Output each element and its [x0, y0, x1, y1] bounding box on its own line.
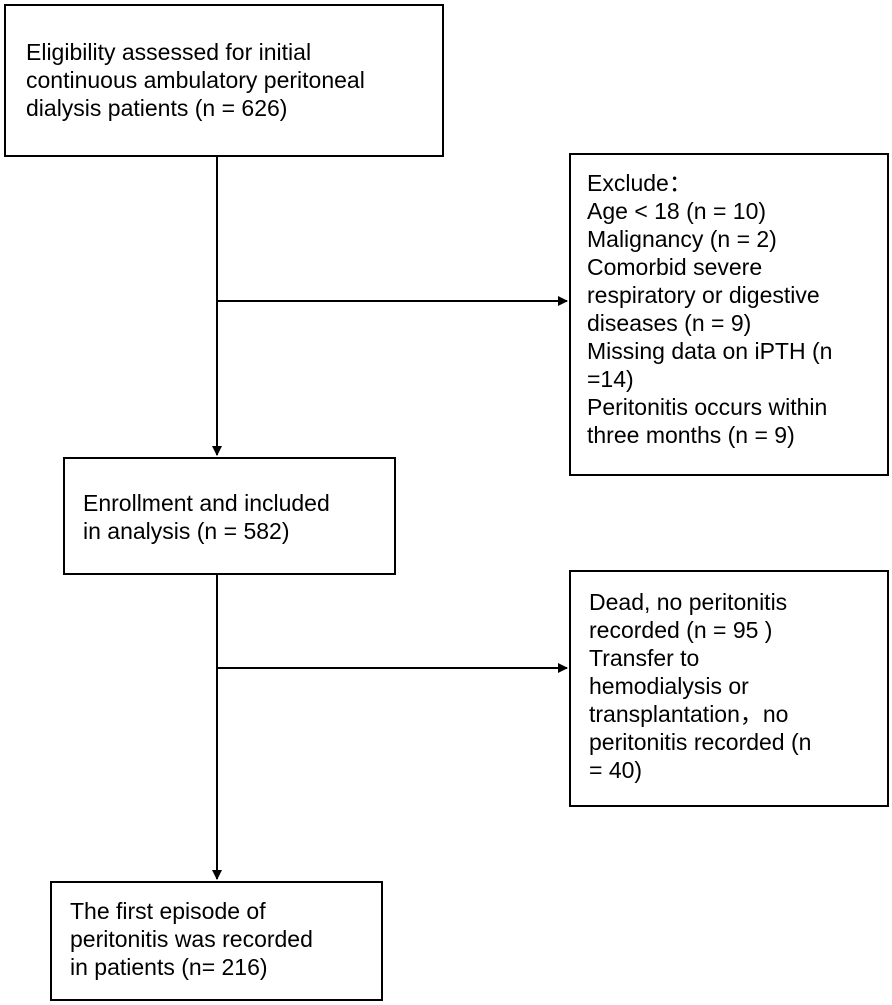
enrollment-line-2: in analysis (n = 582)	[83, 518, 290, 544]
exclude-line-2: Age < 18 (n = 10)	[587, 198, 767, 224]
outcome-line-3: in patients (n= 216)	[70, 954, 268, 980]
exclude-line-10: three months (n = 9)	[587, 422, 795, 448]
exclude-line-8: =14)	[587, 366, 634, 392]
eligibility-line-1: Eligibility assessed for initial	[26, 39, 312, 65]
eligibility-line-3: dialysis patients (n = 626)	[26, 95, 288, 121]
eligibility-line-2: continuous ambulatory peritoneal	[26, 67, 365, 93]
exclude-line-3: Malignancy (n = 2)	[587, 226, 777, 252]
censored-line-5: transplantation，no	[589, 701, 789, 727]
censored-line-2: recorded (n = 95 )	[589, 617, 773, 643]
censored-line-3: Transfer to	[589, 645, 700, 671]
outcome-line-2: peritonitis was recorded	[70, 926, 313, 952]
exclude-line-4: Comorbid severe	[587, 254, 763, 280]
exclude-line-5: respiratory or digestive	[587, 282, 820, 308]
enrollment-box: Enrollment and included in analysis (n =…	[63, 457, 396, 575]
exclude-line-7: Missing data on iPTH (n	[587, 338, 833, 364]
exclude-box: Exclude： Age < 18 (n = 10) Malignancy (n…	[569, 153, 889, 476]
censored-line-1: Dead, no peritonitis	[589, 589, 788, 615]
exclude-line-9: Peritonitis occurs within	[587, 394, 828, 420]
outcome-line-1: The first episode of	[70, 898, 266, 924]
eligibility-box: Eligibility assessed for initial continu…	[4, 4, 444, 157]
outcome-box: The first episode of peritonitis was rec…	[50, 881, 383, 1001]
enrollment-line-1: Enrollment and included	[83, 490, 330, 516]
censored-line-4: hemodialysis or	[589, 673, 749, 699]
censored-line-7: = 40)	[589, 757, 643, 783]
exclude-line-6: diseases (n = 9)	[587, 310, 752, 336]
censored-line-6: peritonitis recorded (n	[589, 729, 812, 755]
censored-box: Dead, no peritonitis recorded (n = 95 ) …	[569, 570, 889, 807]
exclude-line-1: Exclude：	[587, 170, 692, 196]
